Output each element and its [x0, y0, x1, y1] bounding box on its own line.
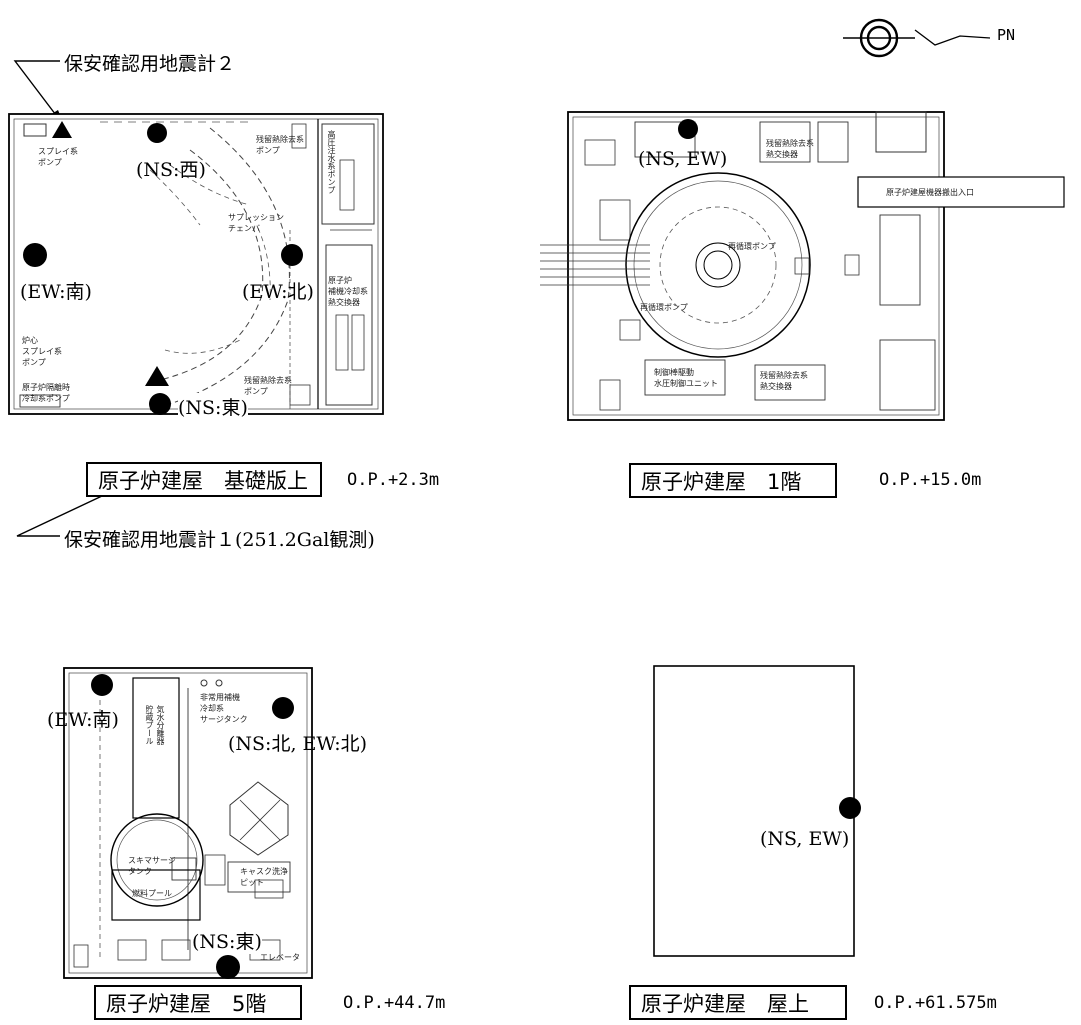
- plan-title-roof: 原子炉建屋 屋上: [629, 985, 847, 1020]
- sensor-label-5f-ew-south: (EW:南): [47, 709, 119, 731]
- room-label-rhr-pump: 残留熱除去系 ポンプ: [256, 135, 304, 155]
- elevation-1f: O.P.+15.0m: [879, 470, 982, 490]
- sensor-label-roof-ns-ew: (NS, EW): [760, 828, 850, 850]
- room-label-1f-hx-top: 残留熱除去系 熱交換器: [766, 139, 814, 159]
- room-label-spray-pump: スプレイ系 ポンプ: [38, 147, 78, 167]
- room-label-rcic-pump: 原子炉隔離時 冷却系ポンプ: [22, 383, 70, 403]
- room-label-skimmer: スキマサージ タンク: [128, 856, 176, 876]
- elevation-roof: O.P.+61.575m: [874, 993, 997, 1013]
- sensor-label-ns-east: (NS:東): [178, 393, 248, 420]
- sensor-label-1f-ns-ew: (NS, EW): [638, 148, 728, 170]
- sensor-label-ew-south: (EW:南): [20, 281, 92, 303]
- plant-north-label: PN: [997, 26, 1016, 44]
- room-label-separator-pool: 気水分離器 貯蔵プール: [145, 705, 165, 745]
- sensor-label-5f-ns-north-ew-north: (NS:北, EW:北): [228, 733, 368, 755]
- plan-title-5f: 原子炉建屋 5階: [94, 985, 302, 1020]
- room-label-control-unit: 制御棒駆動 水圧制御ユニット: [654, 368, 718, 388]
- room-label-fuel-pool: 燃料プール: [132, 889, 172, 898]
- room-label-hpci-pump: 高圧注水系ポンプ: [327, 130, 336, 194]
- room-label-1f-hx-bottom: 残留熱除去系 熱交換器: [760, 371, 808, 391]
- elevation-5f: O.P.+44.7m: [343, 993, 446, 1013]
- room-label-entrance: 原子炉建屋機器搬出入口: [886, 188, 974, 197]
- room-label-core-spray: 炉心 スプレイ系 ポンプ: [22, 336, 62, 367]
- seismometer-1-label: 保安確認用地震計１(251.2Gal観測): [64, 529, 375, 551]
- sensor-label-ew-north: (EW:北): [242, 281, 314, 303]
- room-label-rhr-pump-2: 残留熱除去系 ポンプ: [244, 376, 292, 396]
- sensor-label-ns-west: (NS:西): [136, 159, 206, 181]
- room-label-cask-pit: キャスク洗浄 ピット: [240, 867, 288, 887]
- room-label-suppression: サプレッション チェンバ: [228, 213, 284, 233]
- sensor-label-5f-ns-east: (NS:東): [192, 927, 262, 954]
- plan-title-base-slab: 原子炉建屋 基礎版上: [86, 462, 322, 497]
- seismometer-2-label: 保安確認用地震計２: [64, 53, 236, 75]
- room-label-recirc-pump-2: 再循環ポンプ: [640, 303, 688, 312]
- room-label-surge-tank: 非常用補機 冷却系 サージタンク: [200, 693, 248, 724]
- room-label-recirc-pump: 再循環ポンプ: [728, 242, 776, 251]
- elevation-base-slab: O.P.+2.3m: [347, 470, 440, 490]
- room-label-hx: 原子炉 補機冷却系 熱交換器: [328, 276, 368, 307]
- room-label-elevator: エレベータ: [260, 953, 300, 962]
- plan-title-1f: 原子炉建屋 1階: [629, 463, 837, 498]
